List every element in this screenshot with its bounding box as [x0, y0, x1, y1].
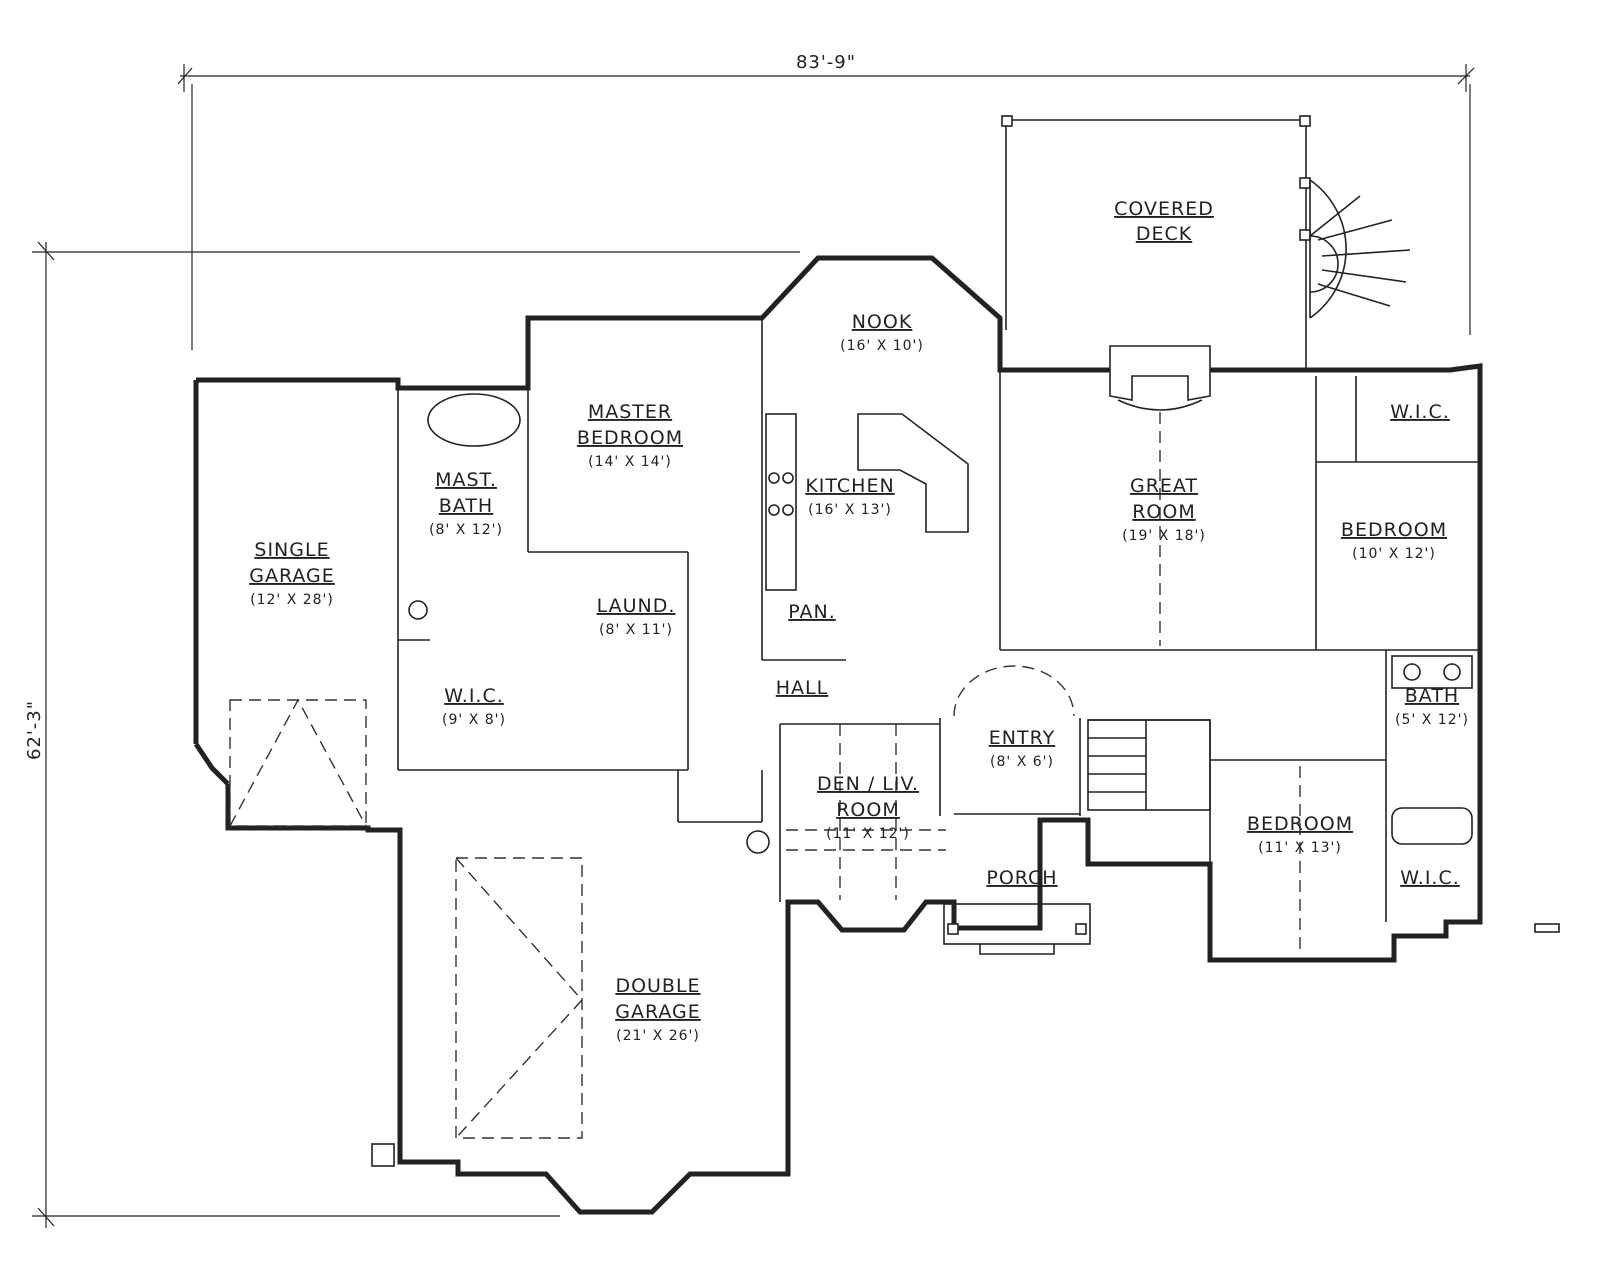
den-label-2: ROOM — [836, 799, 900, 821]
master-bath-label-2: BATH — [439, 495, 493, 517]
wic-top-label: W.I.C. — [1390, 401, 1450, 423]
porch — [943, 903, 1091, 955]
master-bedroom-size: (14' X 14') — [588, 454, 672, 470]
entry-size: (8' X 6') — [990, 754, 1054, 770]
double-garage-size: (21' X 26') — [616, 1028, 700, 1044]
width-dimension: 83'-9" — [796, 52, 856, 73]
marker-fixture — [1534, 923, 1560, 933]
bedroom-bottom-size: (11' X 13') — [1258, 840, 1342, 856]
covered-deck — [1001, 115, 1311, 370]
laundry-size: (8' X 11') — [599, 622, 673, 638]
laundry-label: LAUND. — [597, 595, 676, 617]
master-bath-size: (8' X 12') — [429, 522, 503, 538]
wic-bottom-label: W.I.C. — [1400, 867, 1460, 889]
single-garage-label: SINGLE — [254, 539, 329, 561]
covered-deck-label-2: DECK — [1136, 223, 1192, 245]
nook-label: NOOK — [852, 311, 913, 333]
bath-label: BATH — [1405, 685, 1459, 707]
wic-master-size: (9' X 8') — [442, 712, 506, 728]
stairs — [1087, 719, 1211, 811]
bath-tub-small — [1391, 807, 1473, 845]
double-garage-label: DOUBLE — [615, 975, 700, 997]
bedroom-right-size: (10' X 12') — [1352, 546, 1436, 562]
dimension-lines — [32, 64, 1475, 1228]
bedroom-right-label: BEDROOM — [1341, 519, 1447, 541]
room-labels: COVERED DECK NOOK (16' X 10') MASTER BED… — [249, 198, 1469, 1044]
single-garage-door — [229, 698, 367, 827]
great-room-label: GREAT — [1130, 475, 1198, 497]
great-room-label-2: ROOM — [1132, 501, 1196, 523]
great-room-size: (19' X 18') — [1122, 528, 1206, 544]
entry-circle — [953, 665, 1075, 717]
toilet-fixture — [408, 600, 428, 620]
depth-dimension: 62'-3" — [24, 700, 45, 760]
kitchen-label: KITCHEN — [805, 475, 894, 497]
bath-size: (5' X 12') — [1395, 712, 1469, 728]
hall-label: HALL — [776, 677, 828, 699]
wic-master-label: W.I.C. — [444, 685, 504, 707]
exterior-walls — [193, 255, 1483, 1215]
column-fixture — [746, 830, 770, 854]
master-bedroom-label: MASTER — [588, 401, 672, 423]
sink-vanity — [1391, 655, 1473, 689]
kitchen-counter — [765, 413, 797, 591]
single-garage-label-2: GARAGE — [249, 565, 335, 587]
bedroom-bottom-label: BEDROOM — [1247, 813, 1353, 835]
fireplace — [1109, 345, 1211, 411]
den-label: DEN / LIV. — [817, 773, 919, 795]
entry-label: ENTRY — [989, 727, 1055, 749]
single-garage-size: (12' X 28') — [250, 592, 334, 608]
kitchen-island — [857, 413, 969, 533]
nook-size: (16' X 10') — [840, 338, 924, 354]
double-garage-door — [455, 857, 583, 1139]
den-size: (11' X 12') — [826, 826, 910, 842]
kitchen-size: (16' X 13') — [808, 502, 892, 518]
bathtub-fixture — [427, 393, 521, 447]
ceiling-lines — [786, 412, 1301, 956]
master-bedroom-label-2: BEDROOM — [577, 427, 683, 449]
interior-walls — [397, 318, 1480, 922]
double-garage-label-2: GARAGE — [615, 1001, 701, 1023]
post-fixture — [371, 1143, 395, 1167]
pantry-label: PAN. — [788, 601, 836, 623]
porch-label: PORCH — [986, 867, 1057, 889]
covered-deck-label: COVERED — [1114, 198, 1214, 220]
spiral-stair — [1309, 179, 1411, 319]
master-bath-label: MAST. — [435, 469, 497, 491]
